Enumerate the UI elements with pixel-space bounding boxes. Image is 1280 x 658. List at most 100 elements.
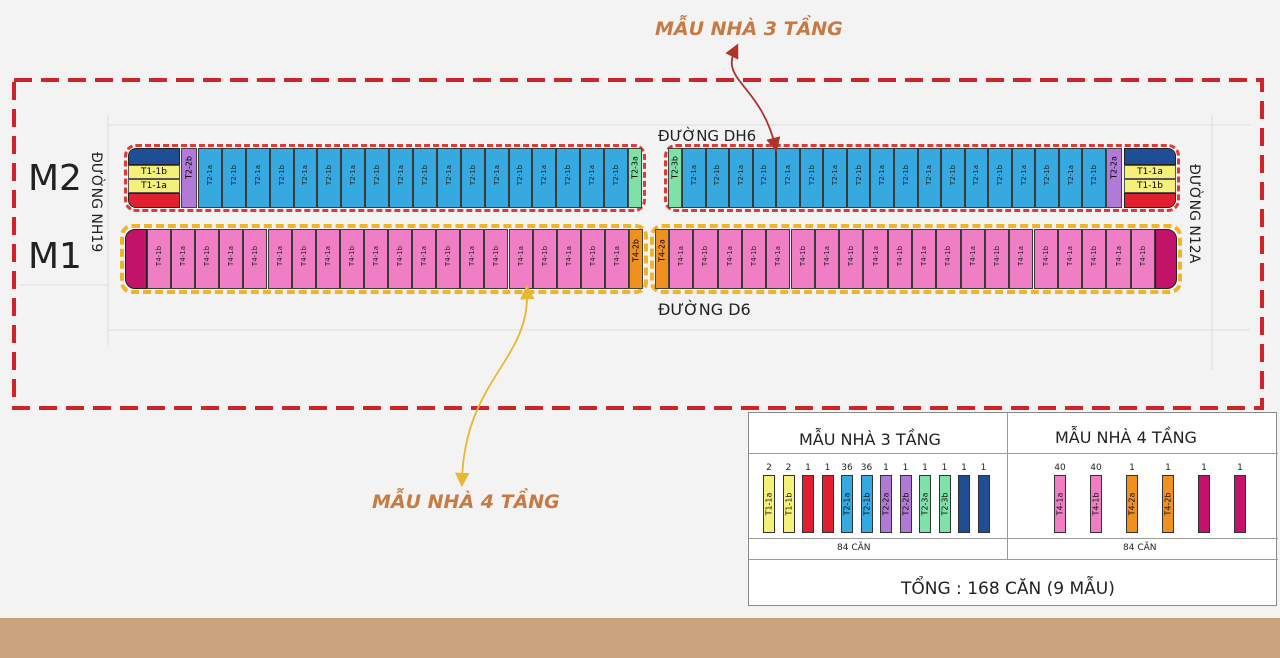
legend-grand-total: TỔNG : 168 CĂN (9 MẪU) xyxy=(901,579,1115,599)
legend-swatch: T2-3b xyxy=(938,475,951,533)
plot-unit: T2-1a xyxy=(532,148,557,208)
arrow-four-floor xyxy=(455,284,535,488)
legend-swatch: T4-1b xyxy=(1090,475,1102,533)
plot-unit: T2-1b xyxy=(604,148,628,208)
m2-left-corner-unit xyxy=(128,148,180,165)
plot-unit: T4-1a xyxy=(1009,229,1034,289)
plot-unit: T4-1b xyxy=(243,229,268,289)
plot-unit: T2-1b xyxy=(799,148,824,208)
plot-unit: T4-1b xyxy=(839,229,864,289)
plot-unit: T2-1a xyxy=(580,148,605,208)
legend-four-floor-total: 84 CĂN xyxy=(1123,543,1157,553)
plot-unit: T2-1b xyxy=(894,148,918,208)
plot-unit: T2-1b xyxy=(988,148,1012,208)
legend-code: T1-1b xyxy=(784,492,793,516)
plot-unit: T2-1a xyxy=(245,148,270,208)
m1-right-first-unit: T4-2a xyxy=(655,229,669,289)
legend-count: 1 xyxy=(941,463,948,473)
road-label-d6: ĐƯỜNG D6 xyxy=(658,300,751,319)
plot-unit: T2-1b xyxy=(846,148,871,208)
m1-left-last-unit: T4-2b xyxy=(629,229,643,289)
plot-unit: T2-1a xyxy=(776,148,800,208)
legend-code: T4-1b xyxy=(1091,492,1101,516)
plot-unit: T4-1a xyxy=(1057,229,1083,289)
plot-unit: T2-1b xyxy=(365,148,390,208)
m1-block-left-outline xyxy=(120,224,648,294)
plot-unit: T4-1b xyxy=(936,229,961,289)
legend-count: 1 xyxy=(824,463,831,473)
plot-unit: T4-1a xyxy=(219,229,244,289)
legend-count: 1 xyxy=(1201,463,1207,473)
plot-unit: T4-1b xyxy=(693,229,718,289)
plot-unit: T4-1a xyxy=(267,229,292,289)
m2-block-left-outline xyxy=(124,144,646,212)
legend-code: T2-2a xyxy=(881,492,891,516)
plot-unit: T2-1a xyxy=(1058,148,1083,208)
plot-unit: T4-1b xyxy=(339,229,364,289)
legend-swatch xyxy=(958,475,970,533)
m1-right-corner-unit xyxy=(1155,229,1177,289)
legend-swatch: T1-1a xyxy=(763,475,775,533)
plot-unit: T2-1a xyxy=(1011,148,1036,208)
legend-count: 1 xyxy=(902,463,909,473)
m2-block-right-outline xyxy=(664,144,1180,212)
plot-unit: T4-1a xyxy=(1106,229,1131,289)
plot-unit: T2-1b xyxy=(1035,148,1059,208)
plot-unit: T4-1a xyxy=(766,229,791,289)
plot-unit: T2-1b xyxy=(508,148,533,208)
legend-swatch: T4-2b xyxy=(1162,475,1174,533)
legend-code: T4-2b xyxy=(1163,492,1173,516)
callout-arrows xyxy=(455,43,781,488)
plot-unit: T2-1b xyxy=(221,148,246,208)
legend-count: 1 xyxy=(805,463,811,473)
plot-unit: T2-1b xyxy=(556,148,581,208)
legend-count: 1 xyxy=(883,463,889,473)
plot-unit: T2-1a xyxy=(389,148,413,208)
legend-code: T4-1a xyxy=(1055,492,1065,516)
legend-count: 36 xyxy=(860,463,873,473)
legend-count: 40 xyxy=(1054,463,1066,473)
plot-unit: T4-1a xyxy=(604,229,629,289)
legend-code: T2-1b xyxy=(862,492,871,516)
m2-right-first-unit: T2-3b xyxy=(668,148,682,208)
plot-unit: T2-1a xyxy=(293,148,318,208)
plot-unit: T4-1b xyxy=(984,229,1010,289)
plot-label: T1-1a xyxy=(1137,167,1163,177)
legend-count: 2 xyxy=(785,463,792,473)
legend-code: T2-3b xyxy=(940,492,949,516)
plot-unit: T4-1a xyxy=(960,229,985,289)
m2-right-end-top: T1-1a xyxy=(1124,165,1176,179)
row-label-m2: M2 xyxy=(28,158,82,199)
callout-three-floor: MẪU NHÀ 3 TẦNG xyxy=(655,18,843,40)
plot-unit: T2-1b xyxy=(317,148,342,208)
m2-left-corner-unit-bottom xyxy=(128,193,180,208)
plot-unit: T2-1b xyxy=(460,148,485,208)
m2-right-end-bottom: T1-1b xyxy=(1124,179,1176,193)
m2-right-last-unit: T2-2a xyxy=(1106,148,1122,208)
plot-unit: T4-1b xyxy=(887,229,912,289)
plot-unit: T4-1a xyxy=(508,229,533,289)
m2-right-corner-unit xyxy=(1124,148,1176,165)
m2-left-end-bottom: T1-1a xyxy=(128,179,180,193)
plot-unit: T4-1b xyxy=(1082,229,1107,289)
m1-left-corner-unit xyxy=(125,229,147,289)
plot-unit: T2-1a xyxy=(682,148,706,208)
legend-count: 1 xyxy=(1165,463,1171,473)
legend-count: 1 xyxy=(961,463,967,473)
legend-swatch: T2-1a xyxy=(841,475,853,533)
plot-unit: T4-1a xyxy=(412,229,437,289)
plot-unit: T4-1b xyxy=(580,229,605,289)
legend-swatch xyxy=(821,475,834,533)
plot-unit: T2-1a xyxy=(436,148,461,208)
plot-unit: T4-1a xyxy=(912,229,937,289)
plot-unit: T4-1a xyxy=(460,229,485,289)
legend-count: 2 xyxy=(766,463,772,473)
